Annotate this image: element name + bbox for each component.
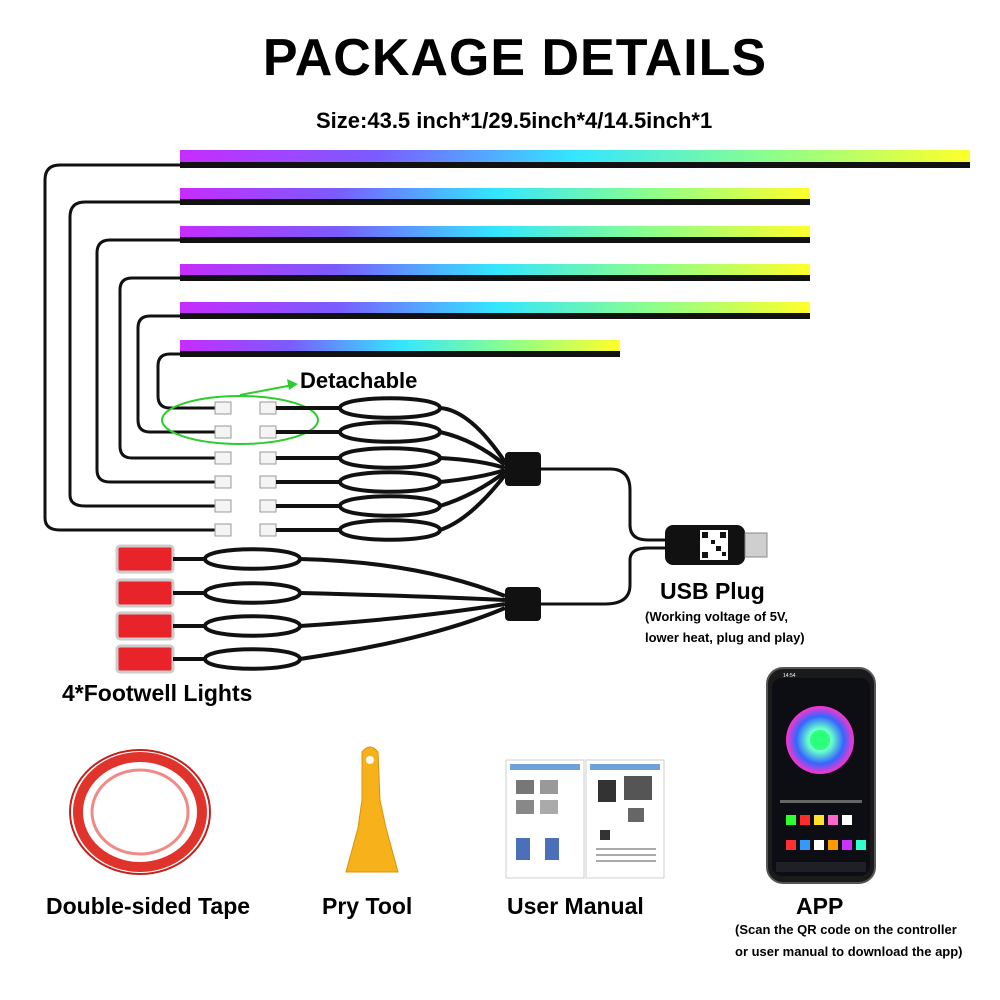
hub-cable-bottom bbox=[541, 546, 668, 606]
led-strip-4 bbox=[180, 264, 810, 281]
usb-plug-icon bbox=[665, 525, 768, 565]
user-manual-label: User Manual bbox=[507, 893, 644, 919]
hub-cable-top bbox=[541, 467, 670, 542]
green-arrow-icon bbox=[239, 379, 298, 396]
size-specification: Size:43.5 inch*1/29.5inch*4/14.5inch*1 bbox=[316, 108, 713, 133]
usb-note-line2: lower heat, plug and play) bbox=[645, 630, 805, 645]
tape-roll-icon bbox=[69, 749, 211, 875]
phone-icon bbox=[766, 667, 876, 884]
manual-icon bbox=[505, 759, 665, 879]
led-strip-2 bbox=[180, 188, 810, 205]
connector-icon bbox=[214, 401, 277, 537]
phone-time: 14:54 bbox=[783, 673, 796, 679]
coiled-cables bbox=[276, 396, 507, 542]
pry-tool-icon bbox=[345, 746, 399, 873]
led-strip-1 bbox=[180, 150, 970, 168]
splitter-hub-bottom bbox=[505, 587, 541, 621]
usb-note-line1: (Working voltage of 5V, bbox=[645, 609, 789, 624]
page-title: PACKAGE DETAILS bbox=[262, 29, 768, 87]
tape-label: Double-sided Tape bbox=[46, 893, 251, 919]
strip-wires bbox=[43, 163, 215, 532]
footwell-cables bbox=[173, 547, 506, 671]
detachable-highlight bbox=[161, 395, 319, 445]
app-label: APP bbox=[796, 893, 844, 919]
detachable-label: Detachable bbox=[300, 368, 418, 393]
pry-tool-label: Pry Tool bbox=[322, 893, 413, 919]
footwell-lights-label: 4*Footwell Lights bbox=[62, 680, 253, 706]
app-note-line2: or user manual to download the app) bbox=[735, 944, 963, 959]
usb-plug-title: USB Plug bbox=[660, 578, 765, 604]
led-strip-6 bbox=[180, 340, 620, 357]
led-strip-5 bbox=[180, 302, 810, 319]
splitter-hub-top bbox=[505, 452, 541, 486]
app-note-line1: (Scan the QR code on the controller bbox=[735, 922, 957, 937]
led-strip-3 bbox=[180, 226, 810, 243]
footwell-pad-icon bbox=[115, 544, 175, 674]
